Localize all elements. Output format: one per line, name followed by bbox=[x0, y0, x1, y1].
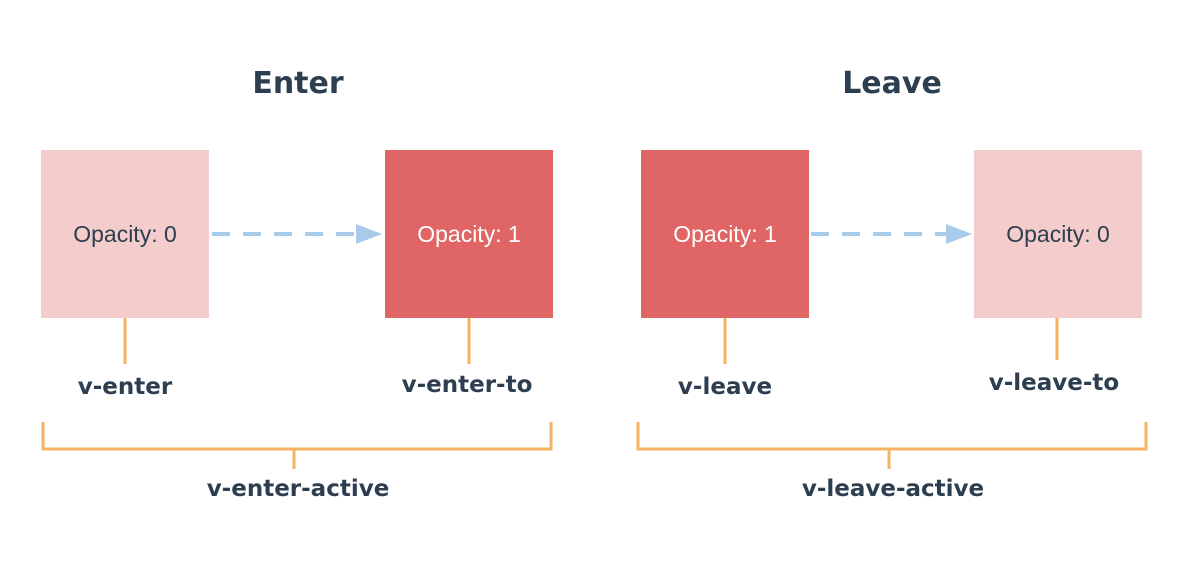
v-leave-to-label: v-leave-to bbox=[988, 370, 1120, 396]
enter-active-bracket bbox=[41, 422, 553, 469]
leave-to-box: Opacity: 0 bbox=[974, 150, 1142, 318]
enter-from-box: Opacity: 0 bbox=[41, 150, 209, 318]
leave-to-box-label: Opacity: 0 bbox=[1006, 220, 1110, 247]
enter-title: Enter bbox=[252, 66, 344, 101]
leave-from-box: Opacity: 1 bbox=[641, 150, 809, 318]
v-leave-active-label: v-leave-active bbox=[801, 476, 985, 502]
enter-to-box: Opacity: 1 bbox=[385, 150, 553, 318]
leave-title: Leave bbox=[842, 66, 942, 101]
leave-arrow-head bbox=[946, 224, 972, 244]
v-enter-active-label: v-enter-active bbox=[206, 476, 390, 502]
enter-arrow-head bbox=[356, 224, 382, 244]
enter-to-box-label: Opacity: 1 bbox=[417, 220, 521, 247]
v-leave-label: v-leave bbox=[677, 374, 773, 400]
enter-from-box-label: Opacity: 0 bbox=[73, 220, 177, 247]
leave-active-bracket bbox=[636, 422, 1148, 469]
v-enter-label: v-enter bbox=[77, 374, 173, 400]
v-enter-to-label: v-enter-to bbox=[401, 372, 533, 398]
leave-from-box-label: Opacity: 1 bbox=[673, 220, 777, 247]
